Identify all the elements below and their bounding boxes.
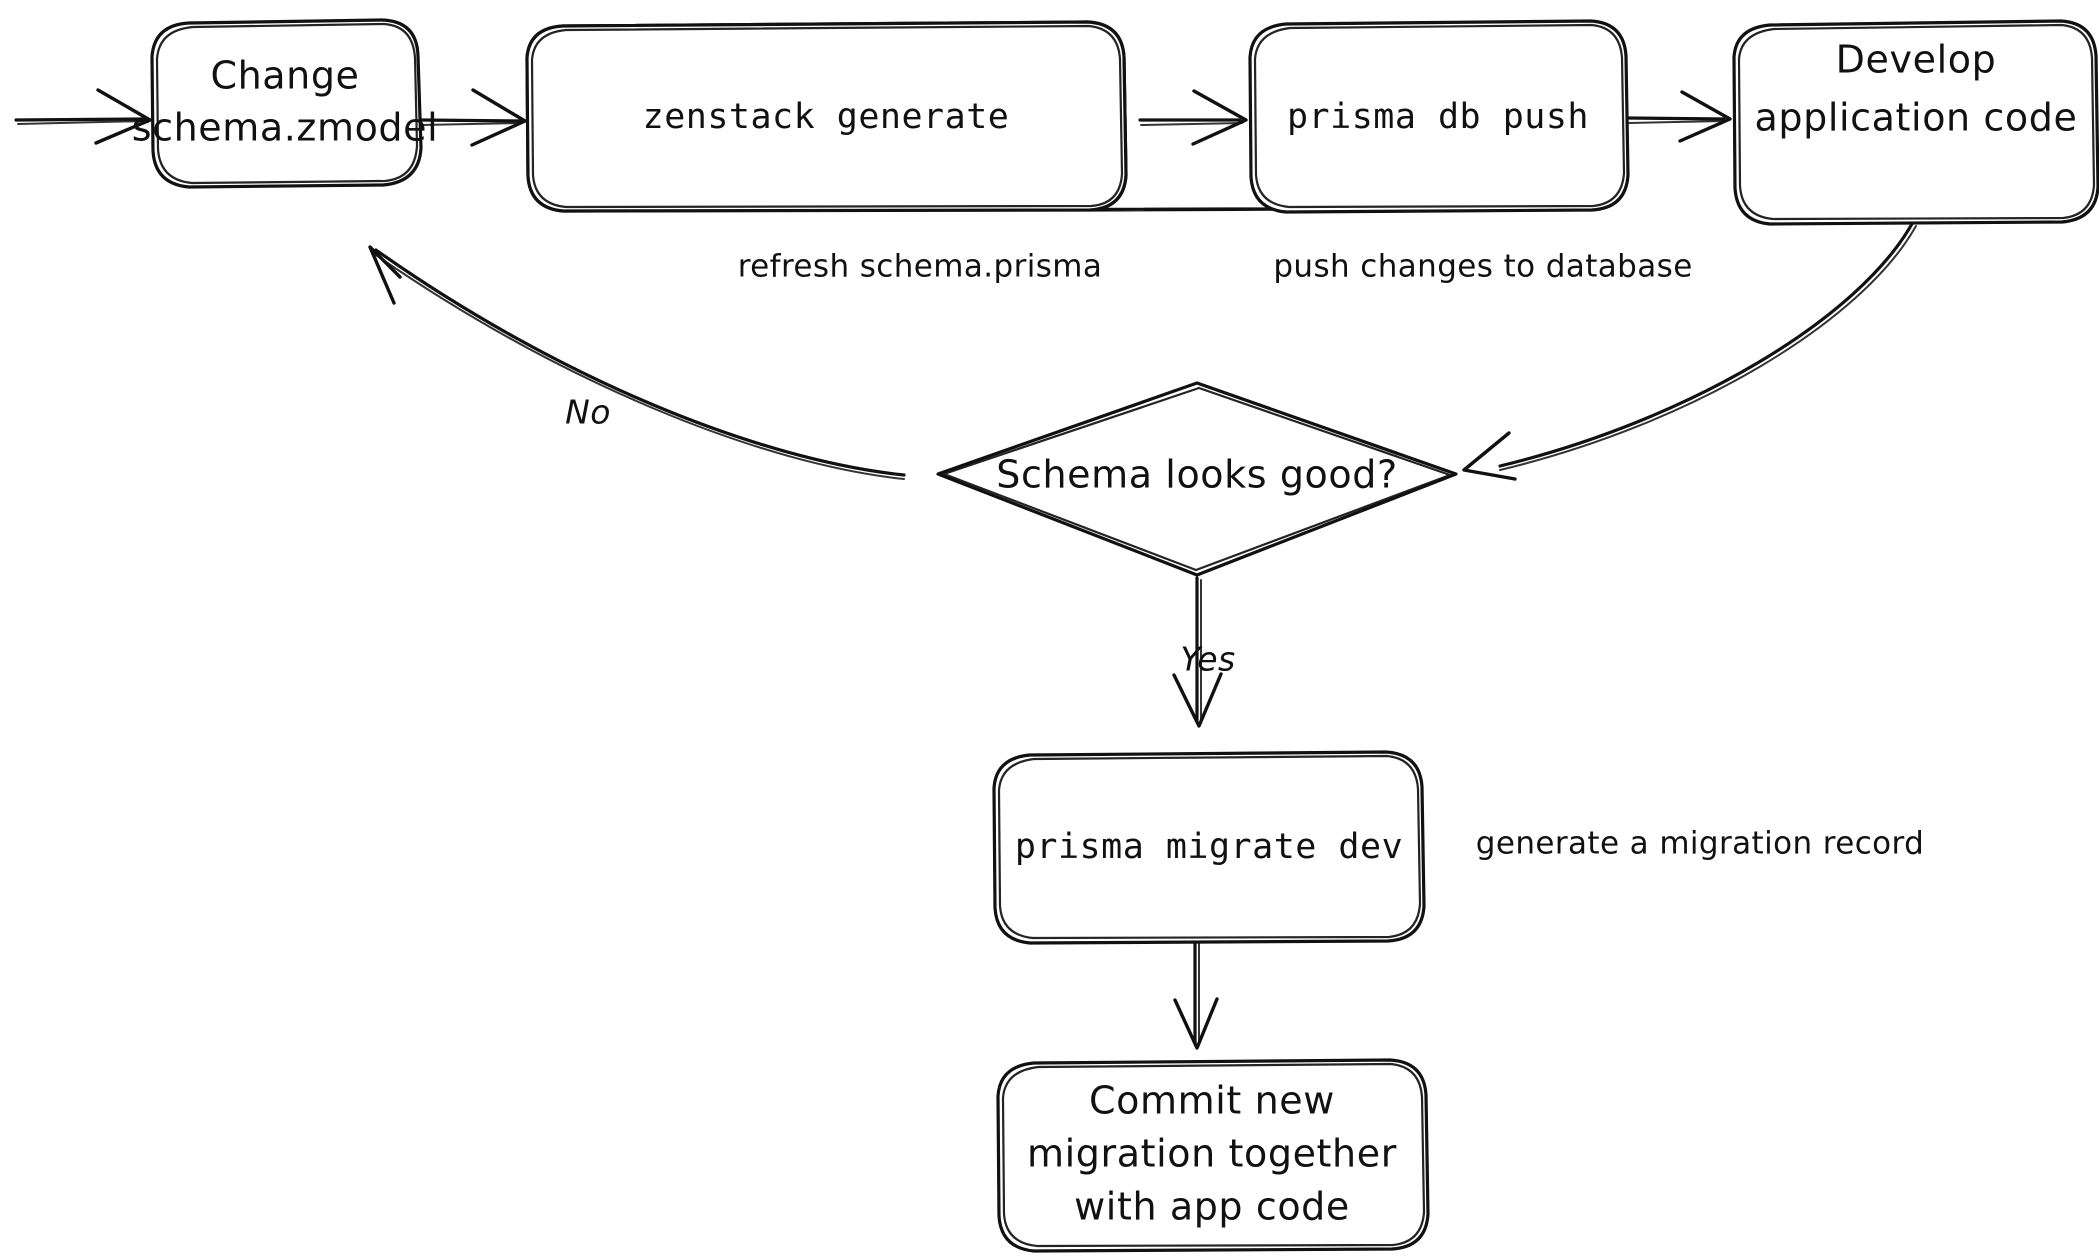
node-prisma-db-push[interactable]: prisma db push [1248, 19, 1630, 214]
node-commit-migration[interactable]: Commit new migration together with app c… [996, 1058, 1430, 1253]
node-change-schema-label-line1: Change [210, 54, 359, 98]
edge-prisma-db-push-to-develop-app-code [1626, 90, 1732, 143]
edge-schema-decision-to-change-schema-no [368, 245, 906, 480]
caption-generate-migration-record: generate a migration record [1476, 826, 1924, 862]
caption-push-changes-to-database: push changes to database [1273, 249, 1692, 285]
edge-label-no: No [565, 393, 611, 432]
node-schema-decision-label: Schema looks good? [996, 453, 1398, 497]
edge-label-yes: Yes [1180, 640, 1235, 679]
edge-zenstack-generate-to-prisma-db-push [1138, 89, 1248, 146]
node-commit-migration-label-line1: Commit new [1089, 1079, 1335, 1123]
node-develop-app-code[interactable]: Develop application code [1732, 19, 2099, 226]
node-commit-migration-label-line2: migration together [1027, 1132, 1397, 1176]
caption-refresh-schema-prisma: refresh schema.prisma [738, 249, 1103, 285]
edge-change-schema-to-zenstack-generate [418, 88, 527, 147]
node-develop-app-code-label-line1: Develop [1836, 38, 1997, 82]
edge-prisma-migrate-dev-to-commit-migration [1173, 938, 1219, 1050]
node-zenstack-generate-label: zenstack generate [643, 97, 1010, 137]
node-prisma-migrate-dev[interactable]: prisma migrate dev [992, 750, 1426, 945]
node-prisma-db-push-label: prisma db push [1287, 97, 1589, 137]
edge-develop-app-code-to-schema-decision [1462, 220, 1917, 481]
edge-entry-to-change-schema [14, 88, 152, 145]
node-develop-app-code-label-line2: application code [1755, 96, 2078, 140]
node-schema-decision[interactable]: Schema looks good? [936, 381, 1458, 577]
node-commit-migration-label-line3: with app code [1074, 1185, 1350, 1229]
node-change-schema-label-line2: schema.zmodel [132, 106, 439, 150]
edge-schema-decision-to-prisma-migrate-dev-yes [1172, 576, 1223, 728]
node-prisma-migrate-dev-label: prisma migrate dev [1015, 827, 1403, 867]
node-change-schema[interactable]: Change schema.zmodel [132, 18, 439, 189]
